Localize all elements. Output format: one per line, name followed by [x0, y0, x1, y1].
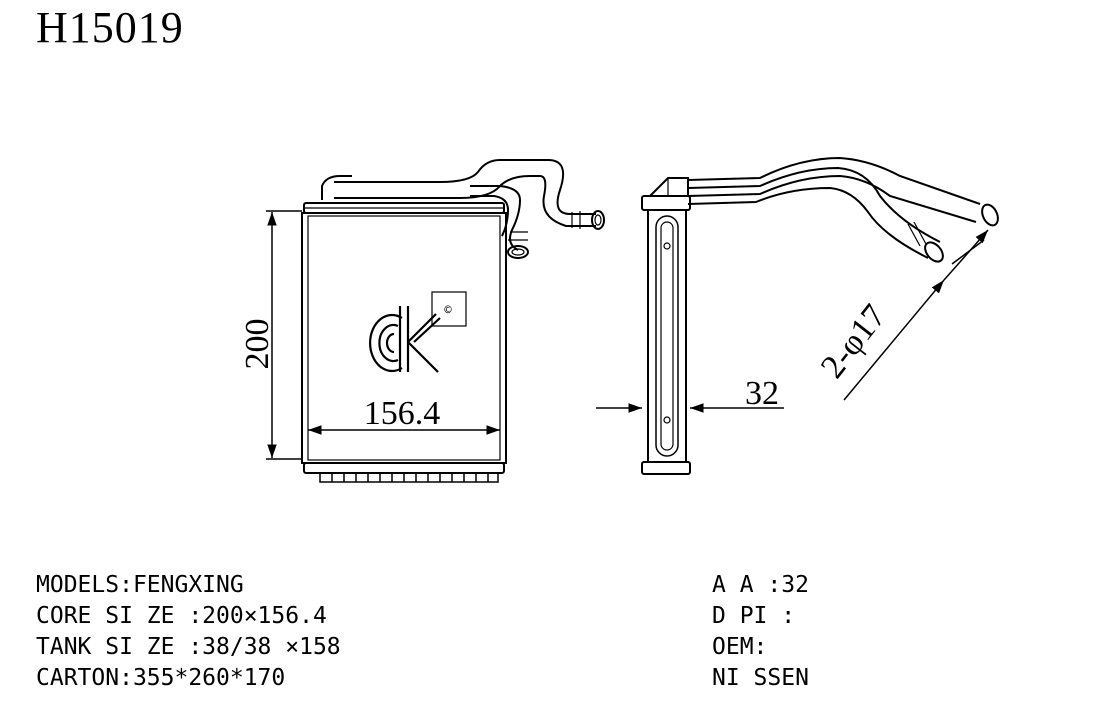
part-number: H15019	[36, 3, 184, 52]
pipe-diameter-leader	[843, 229, 989, 401]
spec-oem: OEM:	[712, 634, 768, 660]
height-dimension	[266, 210, 302, 460]
thickness-dimension-label: 32	[745, 375, 779, 412]
specs-right: A A :32 D PI : OEM: NI SSEN	[712, 570, 809, 694]
front-view	[301, 159, 605, 483]
side-view	[641, 156, 999, 475]
height-dimension-label: 200	[239, 319, 276, 370]
spec-models: MODELS:FENGXING	[36, 572, 244, 598]
ck-logo	[368, 291, 467, 373]
spec-aa: A A :32	[712, 572, 809, 598]
spec-carton: CARTON:355*260*170	[36, 665, 286, 691]
width-dimension-label: 156.4	[364, 395, 441, 432]
specs-left: MODELS:FENGXING CORE SI ZE :200×156.4 TA…	[36, 570, 341, 694]
logo-mark: ©	[444, 303, 452, 317]
spec-core-size: CORE SI ZE :200×156.4	[36, 603, 327, 629]
spec-dpi: D PI :	[712, 603, 796, 629]
pipe-diameter-label: 2-φ17	[814, 298, 894, 385]
spec-brand: NI SSEN	[712, 665, 809, 691]
spec-tank-size: TANK SI ZE :38/38 ×158	[36, 634, 341, 660]
